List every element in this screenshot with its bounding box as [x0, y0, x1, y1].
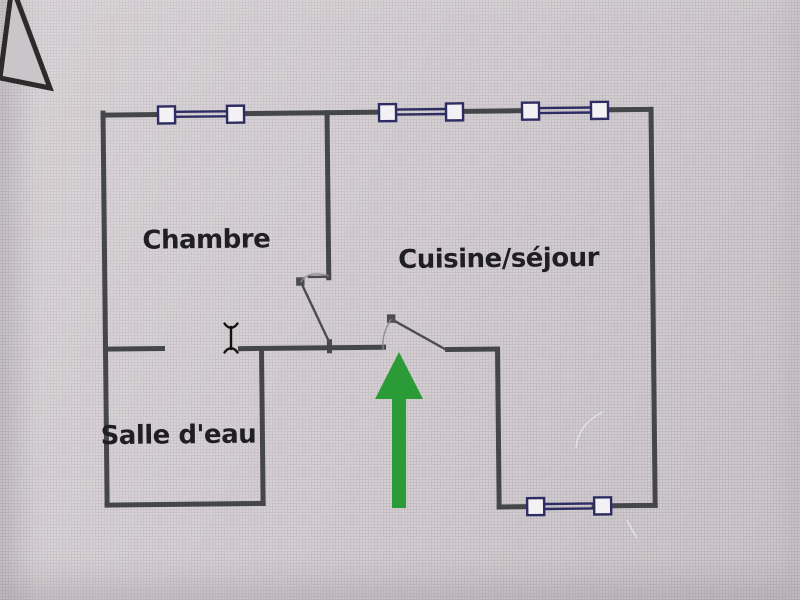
- text-cursor-icon: [223, 322, 239, 354]
- window-cuisine-bottom: [525, 496, 613, 517]
- wall-top-cuisine-mid: [460, 108, 525, 114]
- door-chambre-leaf: [299, 281, 332, 346]
- window-cuisine-top-left: [377, 102, 465, 123]
- walls: [100, 106, 658, 510]
- door-entrance: [382, 314, 449, 352]
- entrance-up-arrow-icon: [375, 352, 423, 508]
- door-chambre: [296, 273, 332, 346]
- wall-top-middle: [241, 109, 382, 117]
- windows: [156, 100, 613, 517]
- wall-mid-right: [444, 346, 501, 353]
- door-entrance-arc: [382, 318, 392, 351]
- screen-scratches: [575, 411, 638, 539]
- wall-cuisine-lower-left: [494, 346, 502, 510]
- door-entrance-leaf: [390, 318, 449, 352]
- window-cuisine-top-right: [520, 100, 610, 121]
- floor-plan: Chambre Cuisine/séjour Salle d'eau: [100, 100, 658, 517]
- wall-interior-upper: [324, 110, 332, 281]
- wall-top-chambre-left: [100, 111, 161, 118]
- wall-right: [648, 106, 658, 508]
- door-chambre-arc: [300, 273, 329, 283]
- room-label-cuisine-sejour: Cuisine/séjour: [398, 243, 600, 275]
- wall-salle-right: [258, 346, 266, 506]
- door-entrance-handle: [386, 314, 396, 323]
- wall-left: [100, 110, 110, 508]
- corner-triangle-shape: [0, 0, 54, 92]
- room-label-salle-deau: Salle d'eau: [100, 420, 256, 452]
- wall-mid-left-stub: [102, 345, 166, 352]
- doors: [296, 273, 449, 352]
- wall-mid-center: [237, 344, 387, 352]
- wall-salle-bottom: [104, 500, 266, 508]
- window-chambre-top: [156, 104, 246, 125]
- room-label-chambre: Chambre: [142, 224, 270, 255]
